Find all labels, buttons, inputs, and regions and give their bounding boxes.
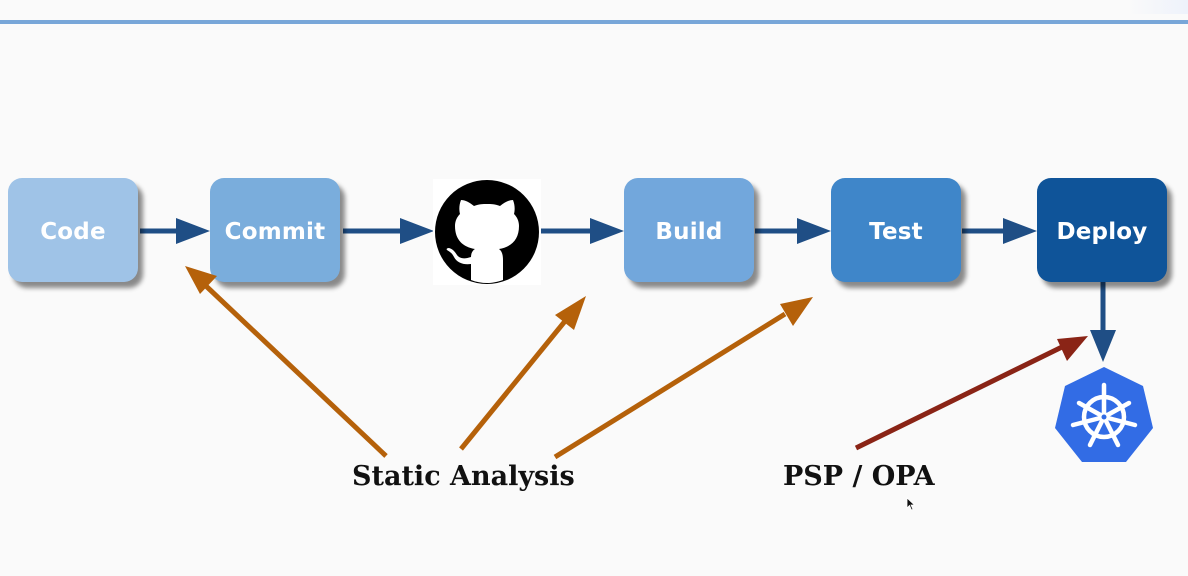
psp-opa-label: PSP / OPA [783,461,935,492]
stage-commit-label: Commit [224,219,326,245]
top-corner-glow [1128,0,1188,14]
github-icon [433,179,541,285]
flow-arrow-build-test [755,218,831,244]
psp-opa-arrow-kubernetes [854,336,1088,451]
static-analysis-label: Static Analysis [352,461,575,492]
stage-code: Code [8,178,138,282]
static-analysis-arrow-commit [185,266,388,458]
title-rule [0,20,1188,24]
flow-arrow-code-commit [140,218,210,244]
stage-test-label: Test [869,219,923,245]
static-analysis-arrow-build [553,297,813,460]
stage-build: Build [624,178,754,282]
stage-deploy-label: Deploy [1056,219,1148,245]
stage-code-label: Code [40,219,106,245]
stage-test: Test [831,178,961,282]
flow-arrow-deploy-kubernetes [1090,282,1116,362]
flow-arrow-test-deploy [962,218,1037,244]
static-analysis-arrow-github [459,296,586,451]
stage-deploy: Deploy [1037,178,1167,282]
stage-commit: Commit [210,178,340,282]
kubernetes-icon [1054,365,1154,465]
mouse-cursor-icon [906,497,916,511]
flow-arrow-commit-github [343,218,434,244]
stage-build-label: Build [655,219,723,245]
flow-arrow-github-build [538,218,624,244]
